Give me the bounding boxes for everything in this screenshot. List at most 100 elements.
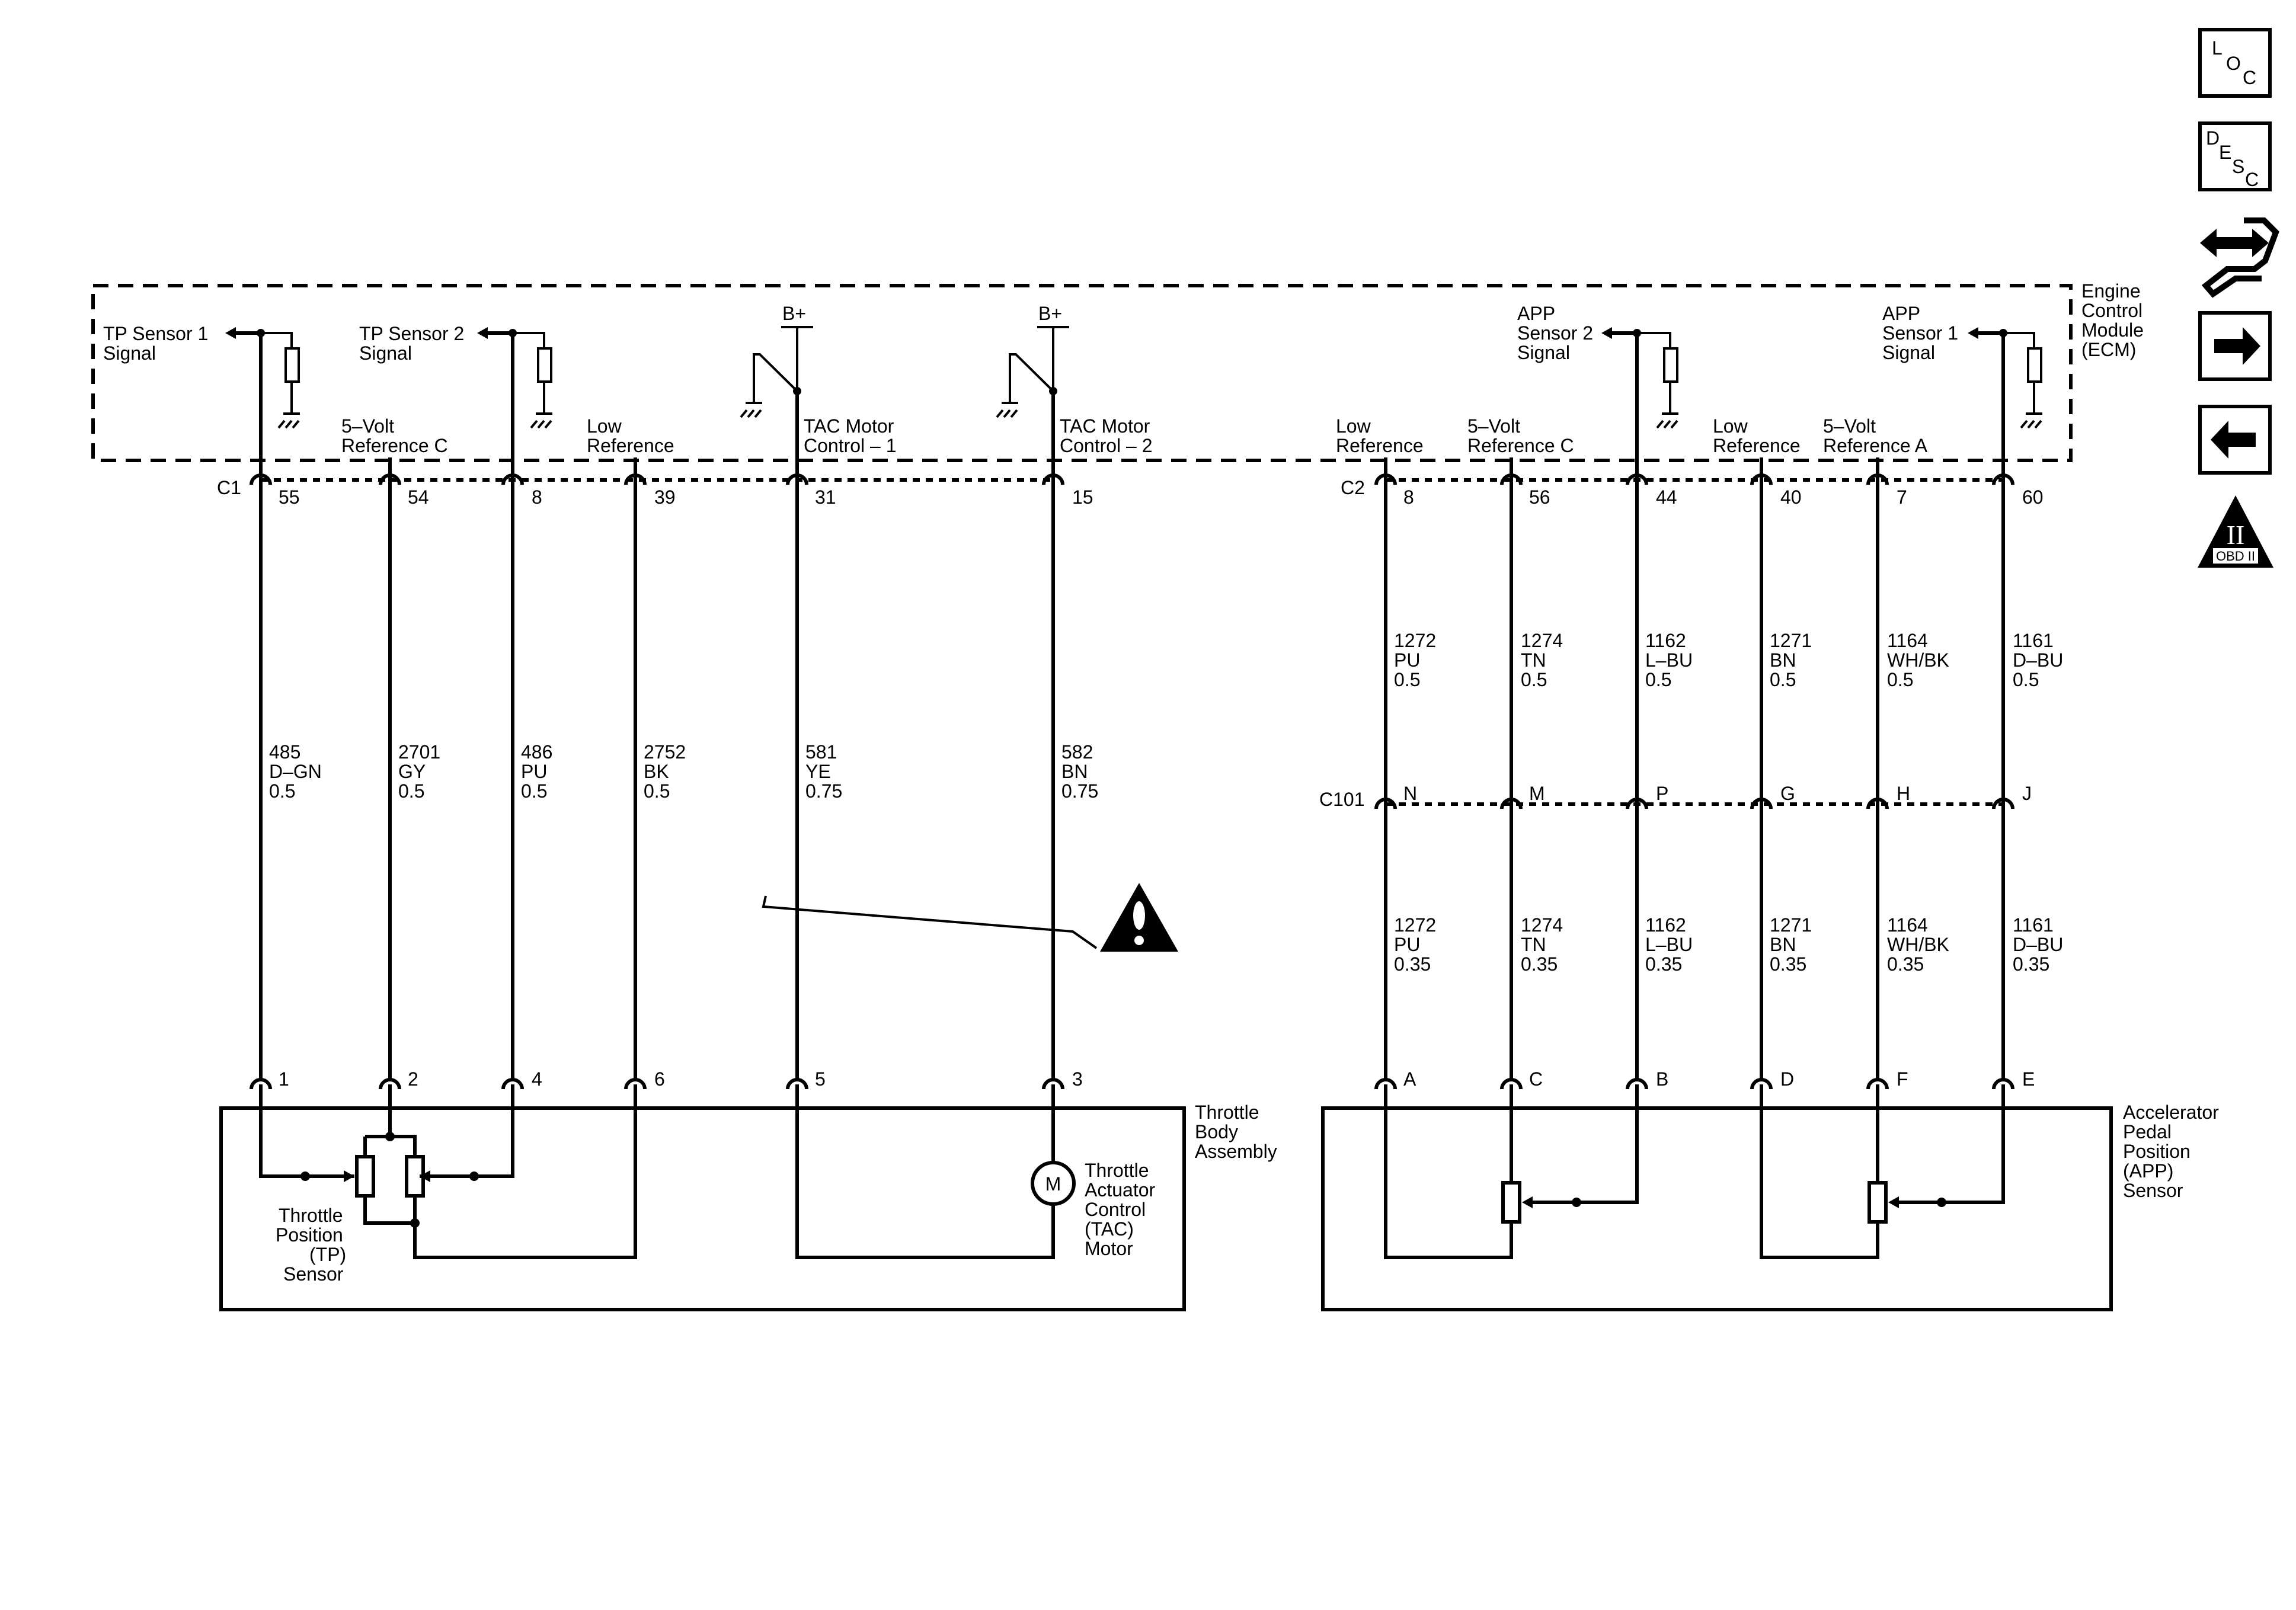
wire-1164-circuit-top: 1164 <box>1887 630 1928 651</box>
throttle-body-label-line-1: Throttle <box>1195 1102 1259 1123</box>
wire-581-component-pin: 5 <box>815 1068 826 1090</box>
wire-582: 15 582 BN 0.75 3 <box>1042 468 1098 1090</box>
left-harness-wires: 55 485 D–GN 0.5 1 54 2701 GY 0.5 2 8 486… <box>250 468 1098 1090</box>
wire-2752: 39 2752 BK 0.5 6 <box>624 468 686 1090</box>
wire-1271-circuit-top: 1271 <box>1770 630 1812 651</box>
wire-1274-c101-pin: M <box>1529 783 1545 804</box>
desc-letter-c: C <box>2245 169 2259 190</box>
wire-1274-gauge-bottom: 0.35 <box>1521 953 1558 975</box>
wire-1161-c101-pin: J <box>2022 783 2032 804</box>
tac-motor-symbol: M <box>795 1084 1076 1259</box>
wire-581-ecm-pin: 31 <box>815 486 836 508</box>
tac-motor-control-2-switch: B+ TAC Motor Control – 2 <box>996 303 1153 468</box>
tac1-label-line-2: Control – 1 <box>804 435 897 456</box>
wire-485-color: D–GN <box>269 761 322 782</box>
ref-a-label-line-2: Reference A <box>1823 435 1928 456</box>
wire-2701-component-pin: 2 <box>408 1068 418 1090</box>
c1-label: C1 <box>217 477 241 498</box>
wire-1274-ecm-pin: 56 <box>1529 486 1550 508</box>
throttle-body-assembly-box <box>219 1106 1186 1311</box>
wire-1161-gauge-top: 0.5 <box>2013 669 2039 690</box>
wire-1271-c101-pin: G <box>1780 783 1795 804</box>
wire-1274-component-pin: C <box>1529 1068 1543 1090</box>
wire-582-component-pin: 3 <box>1072 1068 1083 1090</box>
ecm-label-line-3: Module <box>2081 319 2144 341</box>
next-page-button[interactable] <box>2198 311 2272 381</box>
wire-1162-gauge-bottom: 0.35 <box>1645 953 1682 975</box>
tac-motor-label-line-1: Throttle <box>1085 1160 1149 1181</box>
desc-letter-s: S <box>2232 156 2244 177</box>
wire-1271-circuit-bottom: 1271 <box>1770 914 1812 936</box>
app-sensor-potentiometers <box>1384 1084 2005 1259</box>
wire-486-color: PU <box>521 761 547 782</box>
right-harness-wires: 8 1272 PU 0.5 N 1272 PU 0.35 A 56 1274 T… <box>1374 468 2063 1090</box>
app-sensor-2-signal-circuit: APP Sensor 2 Signal <box>1517 303 1678 468</box>
tp-sensor-1-signal-circuit: TP Sensor 1 Signal <box>103 323 300 468</box>
wire-486-ecm-pin: 8 <box>532 486 542 508</box>
tac-motor-label-line-5: Motor <box>1085 1238 1133 1259</box>
loc-letter-o: O <box>2226 53 2241 74</box>
tp-sensor-label-line-2: Position <box>276 1224 343 1246</box>
obd-label: OBD II <box>2216 549 2255 564</box>
caution-icon[interactable] <box>1100 883 1178 952</box>
app-sensor-label-line-4: (APP) <box>2123 1160 2173 1182</box>
loc-button[interactable]: L O C <box>2198 28 2272 98</box>
wire-1271-component-pin: D <box>1780 1068 1794 1090</box>
repair-procedure-icon[interactable] <box>2200 217 2279 298</box>
tac-motor-label: Throttle Actuator Control (TAC) Motor <box>1085 1160 1156 1259</box>
ref-c-left-label-line-2: Reference C <box>341 435 448 456</box>
low-ref-right1-label-line-2: Reference <box>1336 435 1424 456</box>
tp2-label-line-2: Signal <box>359 343 412 364</box>
wire-1164-color-top: WH/BK <box>1887 649 1949 671</box>
app-sensor-label-line-2: Pedal <box>2123 1121 2172 1142</box>
wire-1272: 8 1272 PU 0.5 N 1272 PU 0.35 A <box>1374 468 1436 1090</box>
wire-1272-circuit-top: 1272 <box>1394 630 1436 651</box>
wire-1164-gauge-top: 0.5 <box>1887 669 1913 690</box>
desc-button[interactable]: D E S C <box>2198 121 2272 191</box>
tp-sensor-label: Throttle Position (TP) Sensor <box>276 1205 346 1285</box>
bplus-2-label: B+ <box>1038 303 1062 324</box>
wire-2701-circuit: 2701 <box>398 741 440 763</box>
wire-1272-circuit-bottom: 1272 <box>1394 914 1436 936</box>
wire-1161-circuit-top: 1161 <box>2013 630 2054 651</box>
wire-1162-c101-pin: P <box>1656 783 1668 804</box>
wire-2752-color: BK <box>644 761 669 782</box>
wire-1162-component-pin: B <box>1656 1068 1668 1090</box>
c101-label: C101 <box>1319 789 1365 810</box>
wire-581-circuit: 581 <box>805 741 837 763</box>
wire-1164-color-bottom: WH/BK <box>1887 934 1949 955</box>
previous-page-button[interactable] <box>2198 405 2272 475</box>
twisted-pair-indicator <box>762 895 1098 949</box>
wire-1274-circuit-bottom: 1274 <box>1521 914 1563 936</box>
tac2-label-line-1: TAC Motor <box>1060 415 1150 437</box>
tac1-label-line-1: TAC Motor <box>804 415 894 437</box>
wire-1161-ecm-pin: 60 <box>2022 486 2044 508</box>
app-sensor-label-line-3: Position <box>2123 1141 2191 1162</box>
app2-label-line-1: APP <box>1517 303 1555 324</box>
low-ref-left-label-line-2: Reference <box>587 435 674 456</box>
obd-ii-icon[interactable]: II OBD II <box>2198 495 2273 568</box>
app-sensor-label-line-5: Sensor <box>2123 1180 2183 1201</box>
ref-c-right-label-line-2: Reference C <box>1467 435 1574 456</box>
ecm-label-line-2: Control <box>2081 300 2142 321</box>
wire-1164-gauge-bottom: 0.35 <box>1887 953 1924 975</box>
wire-581-color: YE <box>805 761 831 782</box>
wire-1161-color-top: D–BU <box>2013 649 2063 671</box>
wire-1272-color-bottom: PU <box>1394 934 1420 955</box>
app-sensor-label: Accelerator Pedal Position (APP) Sensor <box>2123 1102 2219 1201</box>
ref-a-label-line-1: 5–Volt <box>1823 415 1876 437</box>
tp-sensor-label-line-4: Sensor <box>283 1263 344 1285</box>
wire-1164: 7 1164 WH/BK 0.5 H 1164 WH/BK 0.35 F <box>1866 468 1949 1090</box>
wire-1161: 60 1161 D–BU 0.5 J 1161 D–BU 0.35 E <box>1992 468 2063 1090</box>
ecm-label-line-4: (ECM) <box>2081 339 2136 360</box>
wire-1274-gauge-top: 0.5 <box>1521 669 1547 690</box>
wire-582-circuit: 582 <box>1061 741 1093 763</box>
throttle-body-label-line-3: Assembly <box>1195 1141 1277 1162</box>
wire-2752-gauge: 0.5 <box>644 780 670 802</box>
wire-1271-ecm-pin: 40 <box>1780 486 1802 508</box>
wire-1274-circuit-top: 1274 <box>1521 630 1563 651</box>
wire-2701: 54 2701 GY 0.5 2 <box>379 468 440 1090</box>
tp2-label-line-1: TP Sensor 2 <box>359 323 464 344</box>
tac2-label-line-2: Control – 2 <box>1060 435 1153 456</box>
